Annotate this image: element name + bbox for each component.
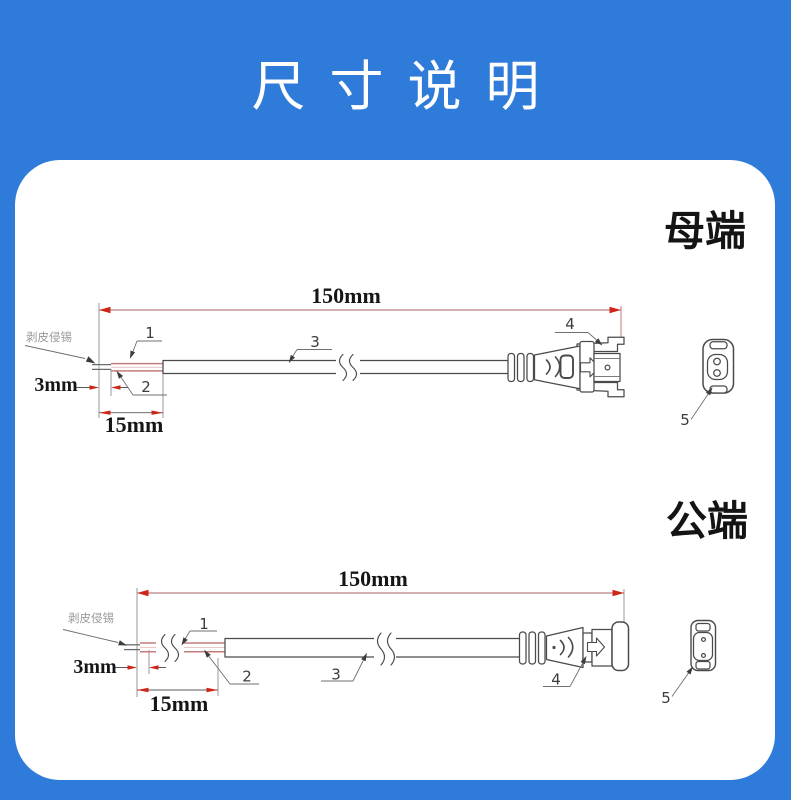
cable-drawing	[124, 632, 521, 666]
inner-length-value: 15mm	[105, 412, 164, 437]
dimension-150mm: 150mm	[99, 283, 621, 314]
dimension-arrows	[99, 306, 621, 314]
extension-lines	[98, 303, 622, 418]
connector-face-view	[702, 338, 735, 394]
callout-3: 3	[288, 333, 332, 363]
dimension-3mm: 3mm	[73, 656, 166, 678]
total-length-value: 150mm	[338, 566, 408, 591]
dimension-15mm: 15mm	[99, 410, 164, 437]
callout-4: 4	[543, 656, 587, 689]
strip-length-value: 3mm	[34, 374, 78, 396]
strip-length-value: 3mm	[73, 656, 117, 678]
content-card	[15, 160, 775, 780]
strip-note: 剥皮侵锡	[24, 330, 96, 364]
connector-housing	[593, 352, 621, 383]
dimension-150mm: 150mm	[137, 566, 624, 597]
break-symbol	[336, 353, 360, 382]
svg-text:1: 1	[145, 324, 155, 342]
svg-text:3: 3	[310, 333, 320, 351]
connector-face-view	[690, 619, 717, 672]
dimension-arrows	[137, 589, 624, 597]
cable-drawing	[92, 353, 511, 382]
svg-text:3: 3	[331, 666, 341, 684]
boot-slot	[559, 354, 574, 379]
svg-text:5: 5	[680, 411, 690, 429]
callout-5: 5	[661, 666, 693, 707]
dimension-3mm: 3mm	[34, 374, 128, 396]
inner-length-value: 15mm	[150, 691, 209, 716]
svg-text:2: 2	[141, 378, 151, 396]
callout-1: 1	[181, 615, 217, 646]
male-connector	[518, 621, 630, 672]
svg-text:4: 4	[551, 671, 561, 689]
svg-text:剥皮侵锡: 剥皮侵锡	[68, 611, 114, 625]
svg-text:5: 5	[661, 689, 671, 707]
female-cable-diagram: 150mm	[24, 283, 735, 437]
strain-relief-ribs	[507, 352, 535, 383]
break-symbol	[374, 632, 396, 666]
male-end-label: 公端	[666, 498, 748, 544]
svg-text:剥皮侵锡: 剥皮侵锡	[26, 330, 72, 344]
callout-2: 2	[204, 649, 259, 686]
svg-text:2: 2	[242, 668, 252, 686]
strain-relief-ribs	[518, 631, 546, 665]
alignment-arrow	[586, 637, 606, 657]
wire-break-symbol	[156, 633, 184, 663]
callout-3: 3	[321, 652, 367, 684]
callout-2: 2	[116, 370, 167, 396]
dimension-15mm: 15mm	[137, 687, 218, 716]
callout-4: 4	[555, 315, 603, 346]
female-end-label: 母端	[664, 208, 746, 254]
total-length-value: 150mm	[311, 283, 381, 308]
strip-note: 剥皮侵锡	[62, 611, 127, 646]
cable-jacket	[224, 637, 521, 658]
callout-1: 1	[130, 324, 162, 359]
wire-leads	[111, 362, 163, 372]
connector-cap	[611, 621, 630, 672]
female-connector	[507, 336, 625, 398]
page-title: 尺寸说明	[251, 57, 564, 117]
svg-text:1: 1	[199, 615, 209, 633]
svg-text:4: 4	[565, 315, 575, 333]
callout-5: 5	[680, 387, 713, 429]
male-cable-diagram: 150mm	[62, 566, 717, 716]
